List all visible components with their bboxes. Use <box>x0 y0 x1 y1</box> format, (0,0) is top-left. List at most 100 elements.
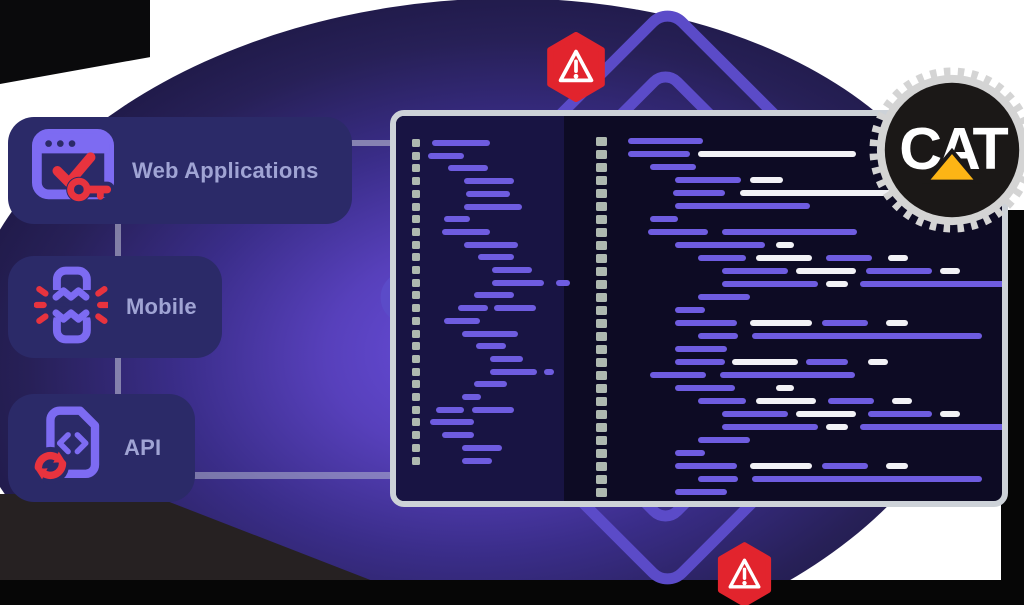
right_panel-code-line <box>698 398 746 404</box>
left_panel-gutter-mark <box>412 431 420 440</box>
left_panel-gutter-mark <box>412 405 420 414</box>
right_panel-code-line <box>822 463 868 469</box>
right_panel-code-line <box>828 398 874 404</box>
code-window-content <box>396 116 1002 501</box>
right_panel-code-line <box>675 346 727 352</box>
right_panel-gutter-mark <box>596 241 607 250</box>
right_panel-code-line <box>756 398 816 404</box>
right_panel-code-line <box>675 307 705 313</box>
right_panel-gutter-mark <box>596 189 607 198</box>
left_panel-code-line <box>430 419 474 426</box>
left_panel-code-line <box>490 368 537 375</box>
left_panel-gutter-mark <box>412 215 420 224</box>
right_panel-code-line <box>675 450 705 456</box>
left_panel-gutter-mark <box>412 316 420 325</box>
right_panel-gutter-mark <box>596 332 607 341</box>
right_panel-gutter-mark <box>596 267 607 276</box>
browser-security-icon <box>32 127 115 214</box>
right_panel-code-line <box>806 359 848 365</box>
right_panel-code-line <box>698 476 738 482</box>
left_panel-gutter-mark <box>412 177 420 186</box>
card-api: API <box>8 394 195 502</box>
left_panel-code-line <box>544 368 554 375</box>
right_panel-code-line <box>722 281 818 287</box>
left_panel-gutter-mark <box>412 329 420 338</box>
right_panel-code-line <box>722 229 857 235</box>
cat-logo-triangle <box>922 147 982 184</box>
broken-mobile-icon <box>33 265 111 350</box>
right_panel-code-line <box>750 320 812 326</box>
right_panel-code-line <box>860 281 1002 287</box>
right_panel-gutter-mark <box>596 488 607 497</box>
right_panel-code-line <box>628 138 703 144</box>
card-web-applications: Web Applications <box>8 117 352 224</box>
warning-badge-top <box>545 32 607 107</box>
connector-api-to-window <box>192 472 394 479</box>
right_panel-code-line <box>628 151 690 157</box>
right_panel-gutter-mark <box>596 449 607 458</box>
right_panel-code-line <box>720 372 855 378</box>
right_panel-code-line <box>860 424 1002 430</box>
left_panel-gutter-mark <box>412 202 420 211</box>
right_panel-code-line <box>892 398 912 404</box>
left_panel-gutter-mark <box>412 342 420 351</box>
left_panel-code-line <box>462 444 502 451</box>
right_panel-gutter-mark <box>596 202 607 211</box>
right_panel-code-line <box>756 255 812 261</box>
right_panel-gutter-mark <box>596 423 607 432</box>
right_panel-gutter-mark <box>596 306 607 315</box>
right_panel-gutter-mark <box>596 319 607 328</box>
left_panel-gutter-mark <box>412 418 420 427</box>
right_panel-code-line <box>752 333 982 339</box>
left_panel-gutter-mark <box>412 443 420 452</box>
left_panel-code-line <box>444 317 480 324</box>
right_panel-code-line <box>750 177 783 183</box>
right_panel-code-line <box>722 424 818 430</box>
right_panel-gutter-mark <box>596 462 607 471</box>
right_panel-code-line <box>752 476 982 482</box>
left_panel-code-line <box>472 406 514 413</box>
right_panel-code-line <box>698 333 738 339</box>
left_panel-code-line <box>464 241 518 248</box>
right_panel-gutter-mark <box>596 215 607 224</box>
right_panel-gutter-mark <box>596 150 607 159</box>
left_panel-code-line <box>494 305 536 312</box>
left_panel-gutter-mark <box>412 139 420 147</box>
left_panel-code-line <box>462 457 492 464</box>
cat-logo: CAT <box>868 66 1024 239</box>
right_panel-code-line <box>698 437 750 443</box>
right_panel-gutter-mark <box>596 293 607 302</box>
left_panel-code-line <box>462 330 518 337</box>
left_panel-code-line <box>466 190 510 197</box>
right_panel-gutter-mark <box>596 228 607 237</box>
right_panel-code-line <box>675 385 735 391</box>
right_panel-code-line <box>650 372 706 378</box>
left_panel-gutter-mark <box>412 240 420 249</box>
card-mobile: Mobile <box>8 256 222 358</box>
right_panel-code-line <box>940 411 960 417</box>
left_panel-gutter-mark <box>412 291 420 300</box>
right_panel-code-line <box>675 320 737 326</box>
left_panel-code-line <box>444 216 470 223</box>
right_panel-code-line <box>776 385 794 391</box>
right_panel-gutter-mark <box>596 358 607 367</box>
left_panel-gutter-mark <box>412 456 420 465</box>
right_panel-code-line <box>675 203 810 209</box>
left_panel-code-line <box>464 203 522 210</box>
left_panel-gutter-mark <box>412 304 420 313</box>
warning-badge-bottom <box>716 542 773 605</box>
right_panel-code-line <box>650 164 696 170</box>
right_panel-gutter-mark <box>596 397 607 406</box>
left_panel-code-line <box>492 279 544 286</box>
left_panel-gutter-mark <box>412 151 420 160</box>
right_panel-gutter-mark <box>596 345 607 354</box>
left_panel-code-line <box>478 254 514 261</box>
right_panel-code-line <box>826 281 848 287</box>
right_panel-gutter-mark <box>596 163 607 172</box>
right_panel-code-line <box>675 359 725 365</box>
dark-band-bottom <box>0 580 1024 605</box>
right_panel-code-line <box>868 359 888 365</box>
right_panel-code-line <box>822 320 868 326</box>
left_panel-code-line <box>436 406 464 413</box>
